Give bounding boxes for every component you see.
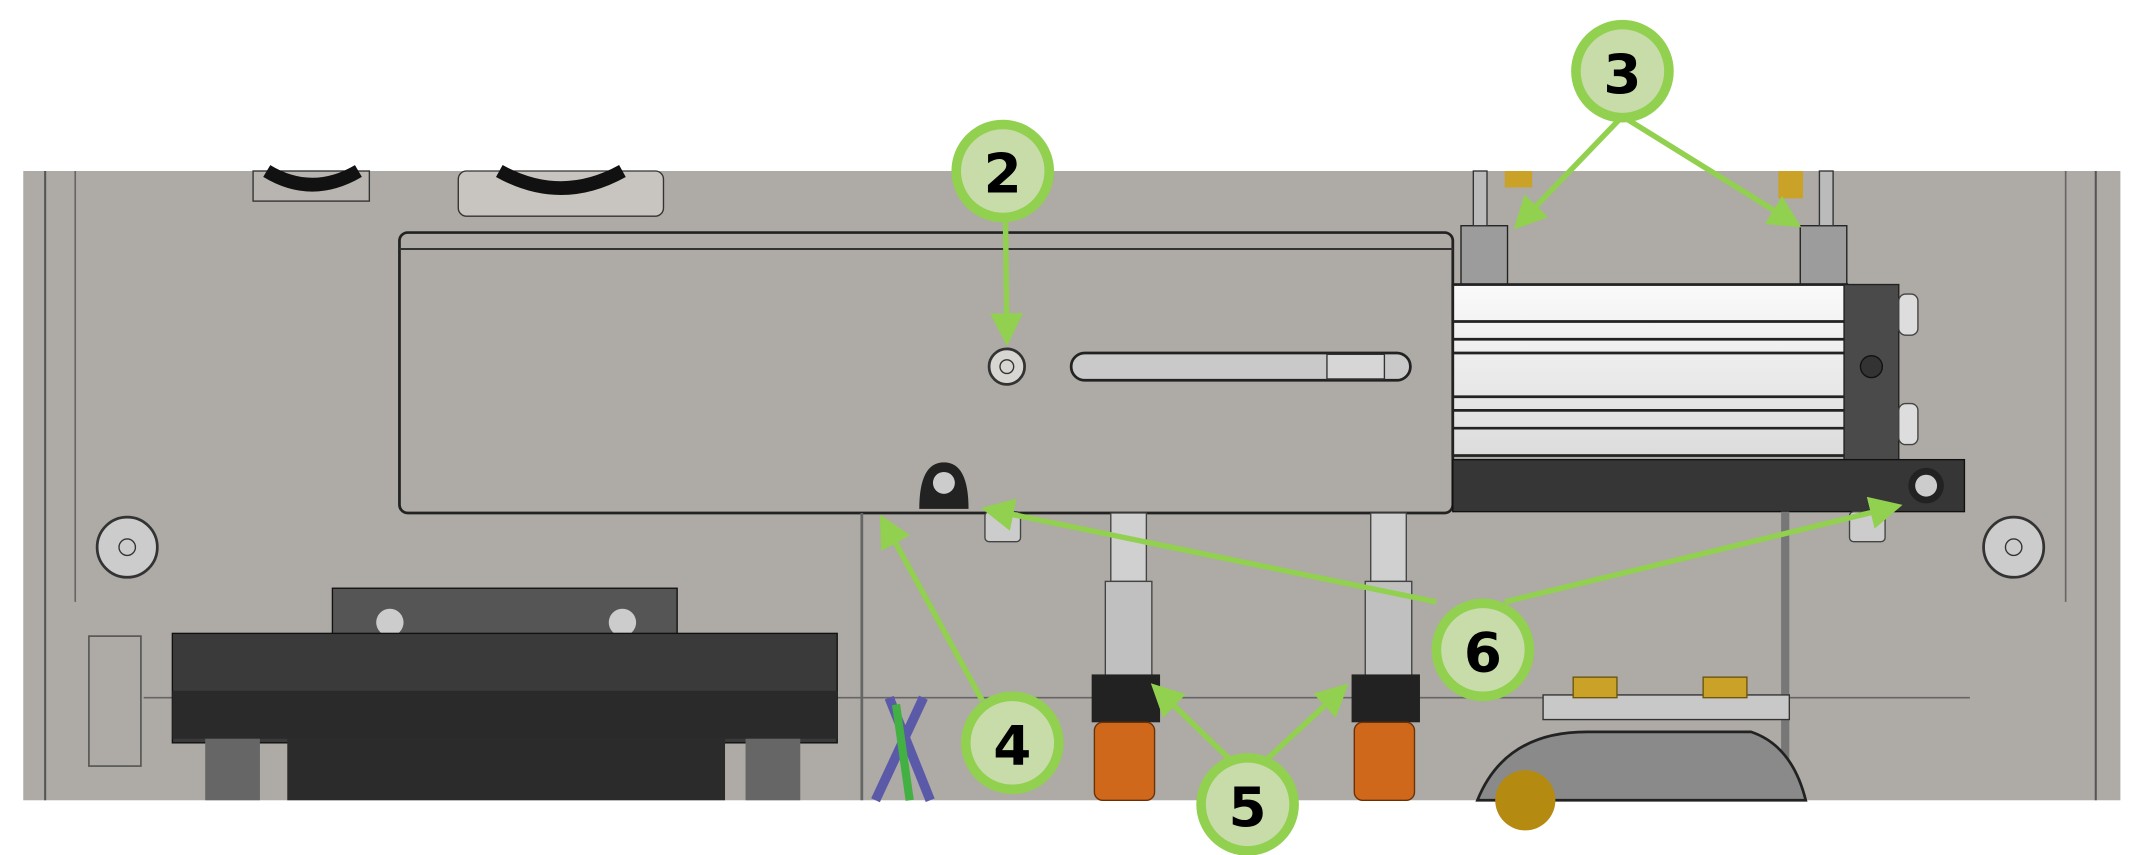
callout-4: 4 <box>961 691 1064 795</box>
callout-2-label: 2 <box>984 142 1022 206</box>
callout-5-label: 5 <box>1229 775 1267 839</box>
callout-3-label: 3 <box>1603 42 1641 106</box>
callout-arrows <box>879 113 1903 763</box>
callout-5: 5 <box>1196 753 1299 855</box>
lower-connector <box>171 587 935 803</box>
sensor-fittings <box>1091 512 1420 801</box>
cover-plate <box>398 231 1455 515</box>
valve <box>1475 676 1808 831</box>
callout-4-label: 4 <box>993 714 1031 778</box>
callout-3: 3 <box>1571 19 1674 123</box>
pneumatic-cylinder <box>1451 170 1919 464</box>
panel-screws <box>95 515 2046 579</box>
callout-6-label: 6 <box>1464 621 1502 685</box>
callout-2: 2 <box>951 119 1055 223</box>
callout-6: 6 <box>1431 598 1535 702</box>
top-connectors <box>252 164 665 217</box>
